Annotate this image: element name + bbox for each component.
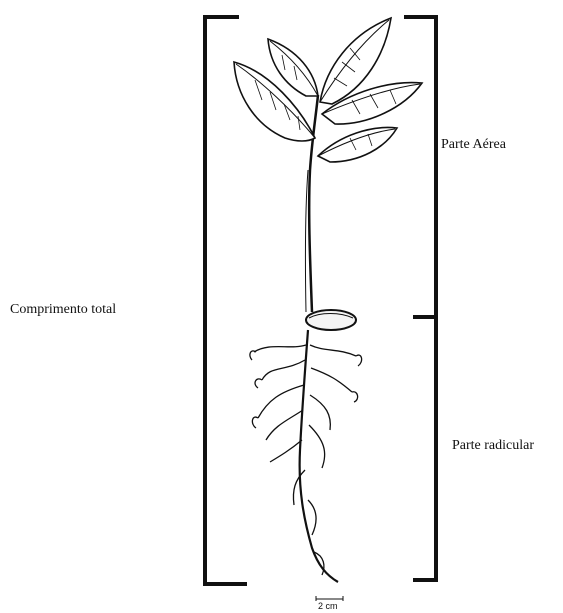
aerial-part-label: Parte Aérea xyxy=(441,137,506,153)
leaf-right-lower xyxy=(318,127,397,162)
seed xyxy=(306,310,356,330)
total-length-bracket xyxy=(205,17,247,584)
leaves xyxy=(234,18,422,162)
aerial-part-bracket xyxy=(404,17,436,317)
scale-bar-label: 2 cm xyxy=(318,601,338,611)
roots xyxy=(250,330,362,582)
total-length-label: Comprimento total xyxy=(10,302,116,318)
root-part-label: Parte radicular xyxy=(452,438,534,454)
root-part-bracket xyxy=(413,317,436,580)
